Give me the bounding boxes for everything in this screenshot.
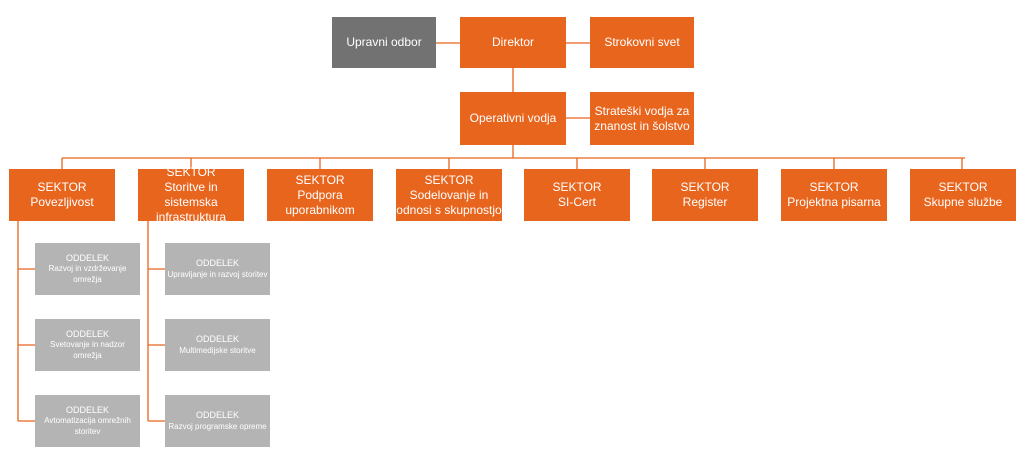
- department-name-line1: Upravljanje in razvoj storitev: [167, 269, 268, 279]
- strokovni-svet-label: Strokovni svet: [604, 35, 680, 49]
- sector-kicker: SEKTOR: [809, 180, 859, 194]
- sector-kicker: SEKTOR: [938, 180, 988, 194]
- sector-kicker: SEKTOR: [424, 172, 474, 187]
- sector-name-line1: Sodelovanje in: [409, 187, 489, 202]
- department-kicker: ODDELEK: [65, 328, 109, 339]
- direktor-label: Direktor: [491, 35, 534, 49]
- department-name-line1: Razvoj programske opreme: [168, 421, 267, 431]
- sector-name-line2: uporabnikom: [285, 202, 355, 217]
- upravni-odbor-box: Upravni odbor: [332, 17, 436, 68]
- sector-register: SEKTOR Register: [652, 169, 758, 221]
- sector-name-line1: Projektna pisarna: [787, 195, 881, 209]
- strateski-vodja-line2: znanost in šolstvo: [594, 118, 690, 133]
- department-name-line1: Razvoj in vzdrževanje: [48, 264, 127, 274]
- sector-name-line1: Podpora: [297, 187, 343, 202]
- operativni-vodja-label: Operativni vodja: [469, 111, 557, 125]
- department-name-line1: Svetovanje in nadzor: [50, 340, 125, 350]
- sector-kicker: SEKTOR: [552, 180, 602, 194]
- sector-name-line1: SI-Cert: [557, 195, 596, 209]
- sector-name-line1: Register: [682, 195, 728, 209]
- department-kicker: ODDELEK: [195, 257, 239, 268]
- upravni-odbor-label: Upravni odbor: [346, 35, 422, 49]
- sector-si-cert: SEKTOR SI-Cert: [524, 169, 630, 221]
- department-name-line1: Multimedijske storitve: [179, 345, 256, 355]
- department-kicker: ODDELEK: [195, 333, 239, 344]
- department-name-line2: omrežja: [73, 350, 102, 360]
- department-razvoj-omrezja: ODDELEK Razvoj in vzdrževanje omrežja: [35, 243, 140, 295]
- department-name-line1: Avtomatizacija omrežnih: [44, 416, 131, 426]
- department-kicker: ODDELEK: [65, 252, 109, 263]
- sector-name-line1: Storitve in sistemska: [164, 180, 218, 209]
- sector-podpora: SEKTOR Podpora uporabnikom: [267, 169, 373, 221]
- sector-name-line1: Skupne službe: [923, 195, 1003, 209]
- sector-kicker: SEKTOR: [295, 172, 345, 187]
- department-kicker: ODDELEK: [195, 409, 239, 420]
- department-svetovanje-nadzor: ODDELEK Svetovanje in nadzor omrežja: [35, 319, 140, 371]
- sector-sodelovanje: SEKTOR Sodelovanje in odnosi s skupnostj…: [396, 169, 502, 221]
- department-upravljanje-storitev: ODDELEK Upravljanje in razvoj storitev: [165, 243, 270, 295]
- department-kicker: ODDELEK: [65, 404, 109, 415]
- department-razvoj-programske-opreme: ODDELEK Razvoj programske opreme: [165, 395, 270, 447]
- sector-projektna-pisarna: SEKTOR Projektna pisarna: [781, 169, 887, 221]
- strateski-vodja-line1: Strateški vodja za: [594, 103, 690, 118]
- department-name-line2: omrežja: [73, 274, 102, 284]
- operativni-vodja-box: Operativni vodja: [460, 92, 566, 145]
- department-name-line2: storitev: [74, 426, 101, 436]
- sector-kicker: SEKTOR: [166, 165, 216, 179]
- sector-name-line1: Povezljivost: [30, 195, 94, 209]
- sector-name-line2: infrastruktura: [155, 210, 227, 224]
- strokovni-svet-box: Strokovni svet: [590, 17, 694, 68]
- strateski-vodja-box: Strateški vodja za znanost in šolstvo: [590, 92, 694, 145]
- sector-kicker: SEKTOR: [37, 180, 87, 194]
- department-multimedijske-storitve: ODDELEK Multimedijske storitve: [165, 319, 270, 371]
- sector-povezljivost: SEKTOR Povezljivost: [9, 169, 115, 221]
- sector-storitve: SEKTOR Storitve in sistemska infrastrukt…: [138, 165, 244, 224]
- direktor-box: Direktor: [460, 17, 566, 68]
- sector-name-line2: odnosi s skupnostjo: [396, 202, 502, 217]
- sector-skupne-sluzbe: SEKTOR Skupne službe: [910, 169, 1016, 221]
- sector-kicker: SEKTOR: [680, 180, 730, 194]
- department-avtomatizacija: ODDELEK Avtomatizacija omrežnih storitev: [35, 395, 140, 447]
